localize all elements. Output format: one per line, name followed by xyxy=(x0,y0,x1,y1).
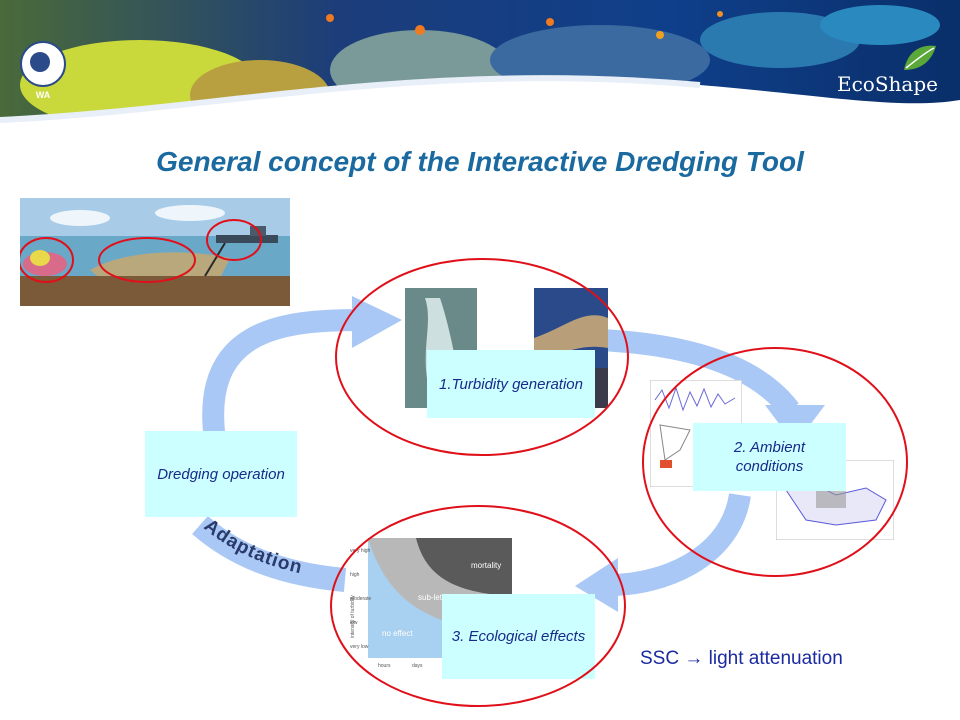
step2-circle xyxy=(642,347,908,577)
y-tick-label: low xyxy=(350,620,358,626)
scene-highlight-circles xyxy=(20,219,262,283)
step3-ecological-box: 3. Ecological effects xyxy=(442,594,595,679)
y-tick-label: very low xyxy=(350,644,369,650)
ecoshape-leaf-icon xyxy=(904,45,936,70)
y-axis-label: intensity of turbidity xyxy=(350,595,356,638)
step2-ambient-box: 2. Ambient conditions xyxy=(693,423,846,491)
slide-title: General concept of the Interactive Dredg… xyxy=(156,146,804,177)
step1-circle xyxy=(335,258,629,456)
dredging-operation-box: Dredging operation xyxy=(145,431,297,517)
region-label-no-effect: no effect xyxy=(382,629,413,638)
reef-banner xyxy=(0,0,960,150)
left-logo-icon: WA xyxy=(20,41,66,100)
ecoshape-logo-text: EcoShape xyxy=(837,72,938,96)
y-tick-label: moderate xyxy=(350,596,371,602)
arrowhead-to-step1 xyxy=(352,296,402,348)
ssc-caption: SSC → light attenuation xyxy=(640,648,843,669)
y-tick-label: very high xyxy=(350,548,371,554)
x-tick-label: days xyxy=(412,663,423,669)
step3-circle xyxy=(330,505,626,707)
arrowhead-to-step3 xyxy=(575,558,618,612)
region-label-mortality: mortality xyxy=(471,561,501,570)
x-tick-label: hours xyxy=(378,663,391,669)
step1-turbidity-box: 1.Turbidity generation xyxy=(427,350,595,418)
dredging-scene-image xyxy=(20,198,290,306)
svg-text:WA: WA xyxy=(36,90,51,100)
y-tick-label: high xyxy=(350,572,360,578)
